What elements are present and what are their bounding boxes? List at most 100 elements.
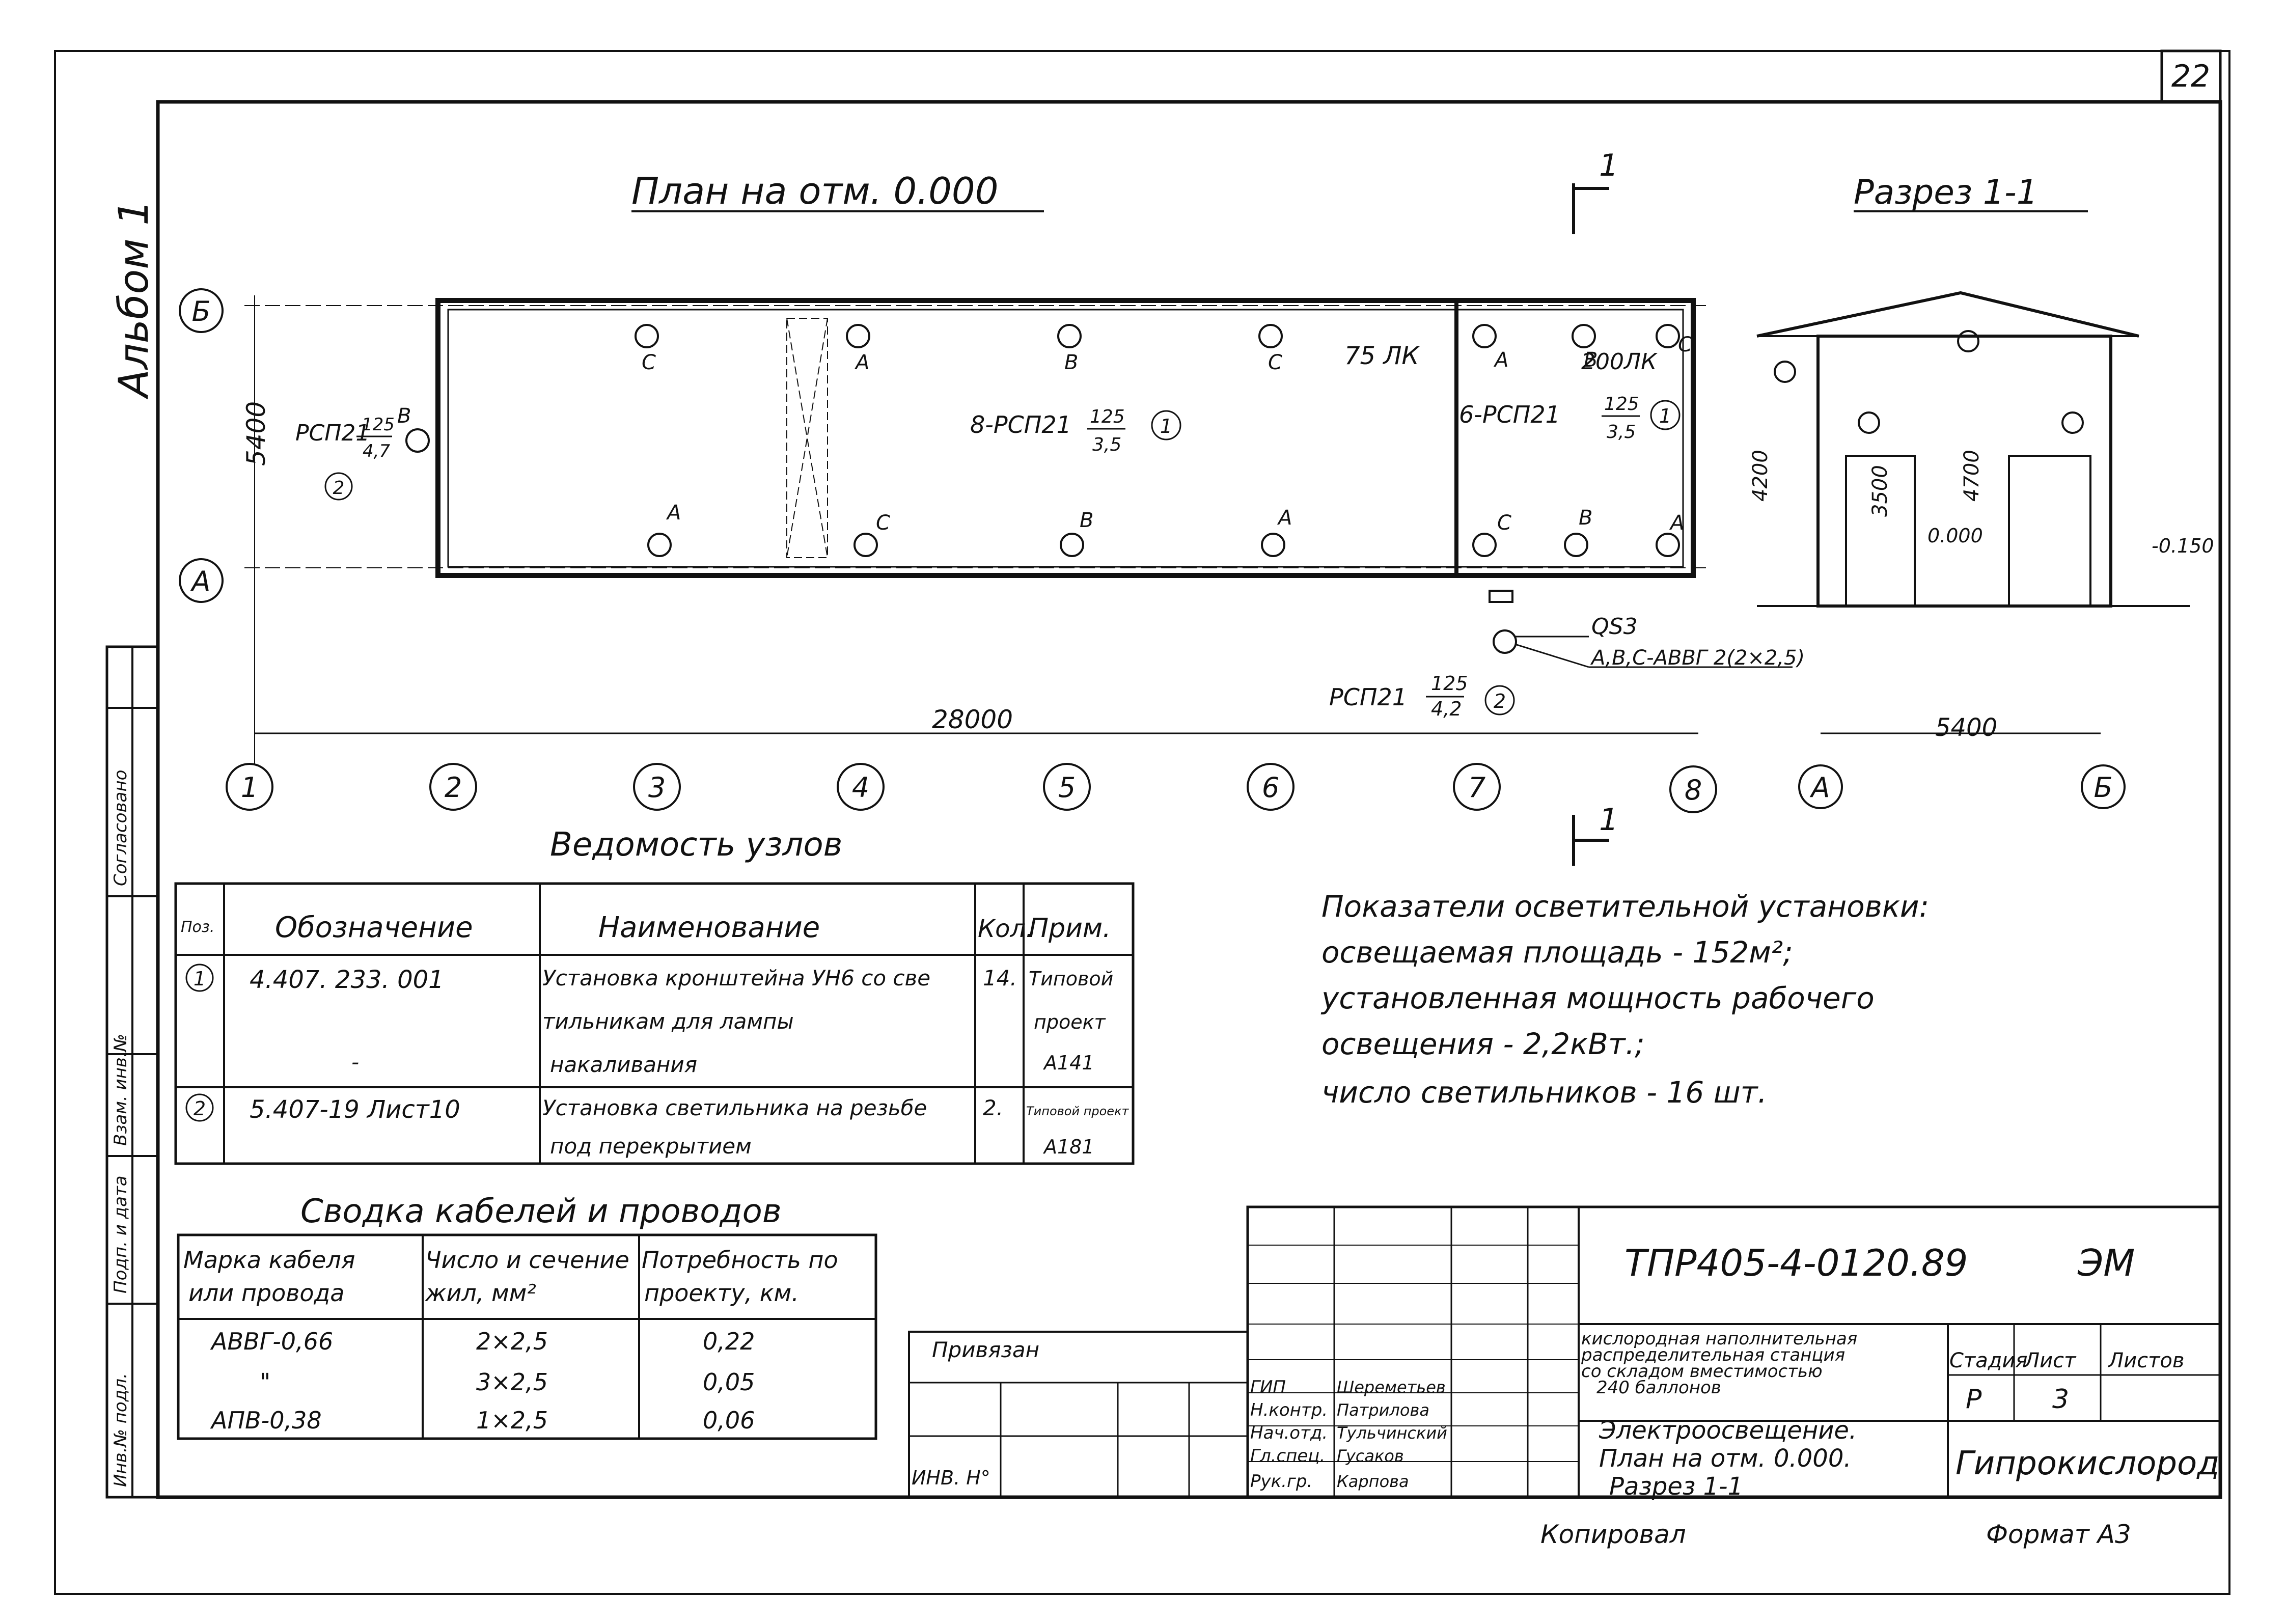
- bottom-lamp-node: 2: [1494, 690, 1506, 712]
- section-mark-zero: 0.000: [1927, 525, 1983, 547]
- nodes-row1-code: 4.407. 233. 001: [250, 966, 444, 994]
- section-dim-3500: 3500: [1868, 465, 1892, 517]
- nodes-header-name: Наименование: [598, 911, 820, 944]
- cables-header-2b: жил, мм²: [425, 1279, 536, 1307]
- axis-number: 7: [1468, 772, 1485, 804]
- section-dim-4700: 4700: [1960, 450, 1984, 502]
- nodes-table: Ведомость узлов Поз. Обозначение Наимено…: [174, 826, 1135, 1165]
- left-lamp-phase: В: [397, 404, 411, 428]
- sheet-value: 3: [2052, 1384, 2069, 1415]
- phase-label: С: [642, 351, 656, 374]
- plan-width-dim: 5400: [241, 401, 271, 466]
- top-lamps: С А В С А В С: [635, 324, 1692, 374]
- group-main-bot: 3,5: [1092, 434, 1121, 455]
- section-width-dim: 5400: [1935, 713, 1997, 742]
- indicator-line-5: число светильников - 16 шт.: [1321, 1075, 1767, 1110]
- copied-label: Копировал: [1540, 1520, 1686, 1549]
- left-lamp-type: РСП21: [295, 420, 370, 446]
- cables-row3-brand: АПВ-0,38: [210, 1407, 322, 1434]
- section-mark-top: 1: [1599, 148, 1618, 183]
- left-lamp: [405, 428, 430, 453]
- nodes-row5-name: под перекрытием: [550, 1134, 752, 1159]
- phase-label: А: [1669, 511, 1684, 535]
- cables-header-3a: Потребность по: [642, 1246, 838, 1274]
- phase-label: В: [1584, 348, 1598, 372]
- col-stage: Стадия: [1949, 1349, 2027, 1372]
- nodes-row1-name: Установка кронштейна УН6 со све: [542, 966, 930, 990]
- name-nkontr: Патрилова: [1337, 1400, 1429, 1420]
- nodes-row3-name: накаливания: [550, 1052, 697, 1077]
- indicator-line-1: Показатели осветительной установки:: [1321, 889, 1929, 924]
- section-mark-bottom: 1: [1599, 802, 1618, 838]
- cables-header-1b: или провода: [188, 1279, 344, 1307]
- phase-label: С: [1268, 351, 1282, 374]
- cables-table: Сводка кабелей и проводов Марка кабеля и…: [177, 1193, 877, 1440]
- cables-row2-section: 3×2,5: [476, 1368, 548, 1396]
- phase-label: С: [1678, 333, 1692, 356]
- stamp-mark: ЭМ: [2077, 1242, 2135, 1284]
- group-room-node: 1: [1659, 405, 1671, 427]
- floor-plan: План на отм. 0.000 1 1 С А: [179, 148, 1805, 866]
- org-name: Гипрокислород: [1956, 1445, 2219, 1482]
- group-main: 8-РСП21: [970, 411, 1071, 438]
- nodes-row2-note: проект: [1034, 1011, 1107, 1033]
- sheet-title-2: План на отм. 0.000.: [1599, 1444, 1852, 1473]
- phase-label: А: [666, 501, 681, 525]
- cables-header-1a: Марка кабеля: [183, 1246, 355, 1274]
- role-glspec: Гл.спец.: [1250, 1446, 1325, 1466]
- axis-number: 1: [241, 772, 258, 804]
- section-title: Разрез 1-1: [1854, 173, 2038, 212]
- nodes-row4-code: 5.407-19 Лист10: [250, 1095, 460, 1124]
- name-nachotd: Тульчинский: [1337, 1423, 1447, 1443]
- inv-label: ИНВ. Н°: [912, 1467, 990, 1489]
- group-room: 6-РСП21: [1459, 401, 1560, 428]
- lux-main: 75 ЛК: [1344, 342, 1420, 370]
- phase-label: В: [1080, 509, 1093, 532]
- axis-number: 4: [852, 772, 869, 804]
- format-label: Формат А3: [1986, 1520, 2131, 1549]
- nodes-table-title: Ведомость узлов: [550, 826, 842, 864]
- indicator-line-2: освещаемая площадь - 152м²;: [1321, 935, 1793, 970]
- phase-label: А: [854, 351, 869, 374]
- group-main-top: 125: [1090, 406, 1125, 427]
- nodes-row3-code: -: [351, 1050, 359, 1075]
- outer-frame: [54, 50, 2230, 1595]
- phase-label: В: [1579, 506, 1592, 530]
- sheet-title-3: Разрез 1-1: [1609, 1472, 1743, 1501]
- axis-number: 5: [1058, 772, 1076, 804]
- lux-room: 200ЛК: [1581, 349, 1658, 375]
- plan-length-dim: 28000: [932, 705, 1013, 734]
- name-gip: Шереметьев: [1337, 1378, 1446, 1397]
- object-line-1: кислородная наполнительная: [1581, 1329, 1857, 1349]
- left-lamp-bot: 4,7: [363, 441, 390, 461]
- role-rukgr: Рук.гр.: [1250, 1471, 1312, 1492]
- cables-header-2a: Число и сечение: [425, 1246, 629, 1274]
- bottom-lamps: А С В А С В А: [647, 501, 1684, 557]
- role-gip: ГИП: [1250, 1377, 1286, 1397]
- section-axis-a: А: [1810, 772, 1830, 804]
- building-outline: [435, 298, 1696, 578]
- axis-number: 3: [648, 772, 666, 804]
- nodes-header-code: Обозначение: [275, 911, 473, 944]
- section-mark-neg: -0.150: [2152, 535, 2214, 557]
- left-lamp-node: 2: [333, 478, 345, 499]
- nodes-row5-note: А181: [1042, 1136, 1094, 1158]
- nodes-row1-qty: 14.: [983, 966, 1017, 990]
- object-line-3: со складом вместимостью: [1581, 1361, 1823, 1382]
- group-main-node: 1: [1160, 415, 1172, 437]
- side-replace-label: Взам. инв.№: [111, 1034, 131, 1146]
- switch-label: QS3: [1591, 614, 1638, 640]
- stage-value: Р: [1966, 1384, 1982, 1415]
- object-line-4: 240 баллонов: [1596, 1378, 1721, 1398]
- object-line-2: распределительная станция: [1581, 1345, 1845, 1365]
- cables-row3-section: 1×2,5: [476, 1407, 548, 1434]
- group-room-top: 125: [1604, 394, 1639, 415]
- col-sheet: Лист: [2023, 1349, 2077, 1372]
- role-nkontr: Н.контр.: [1250, 1400, 1328, 1420]
- phase-label: В: [1064, 351, 1078, 374]
- axis-a-left: А: [190, 565, 211, 597]
- lighting-indicators: Показатели осветительной установки: осве…: [1320, 889, 1929, 1110]
- nodes-header-note: Прим.: [1029, 913, 1111, 944]
- nodes-header-pos: Поз.: [181, 918, 214, 936]
